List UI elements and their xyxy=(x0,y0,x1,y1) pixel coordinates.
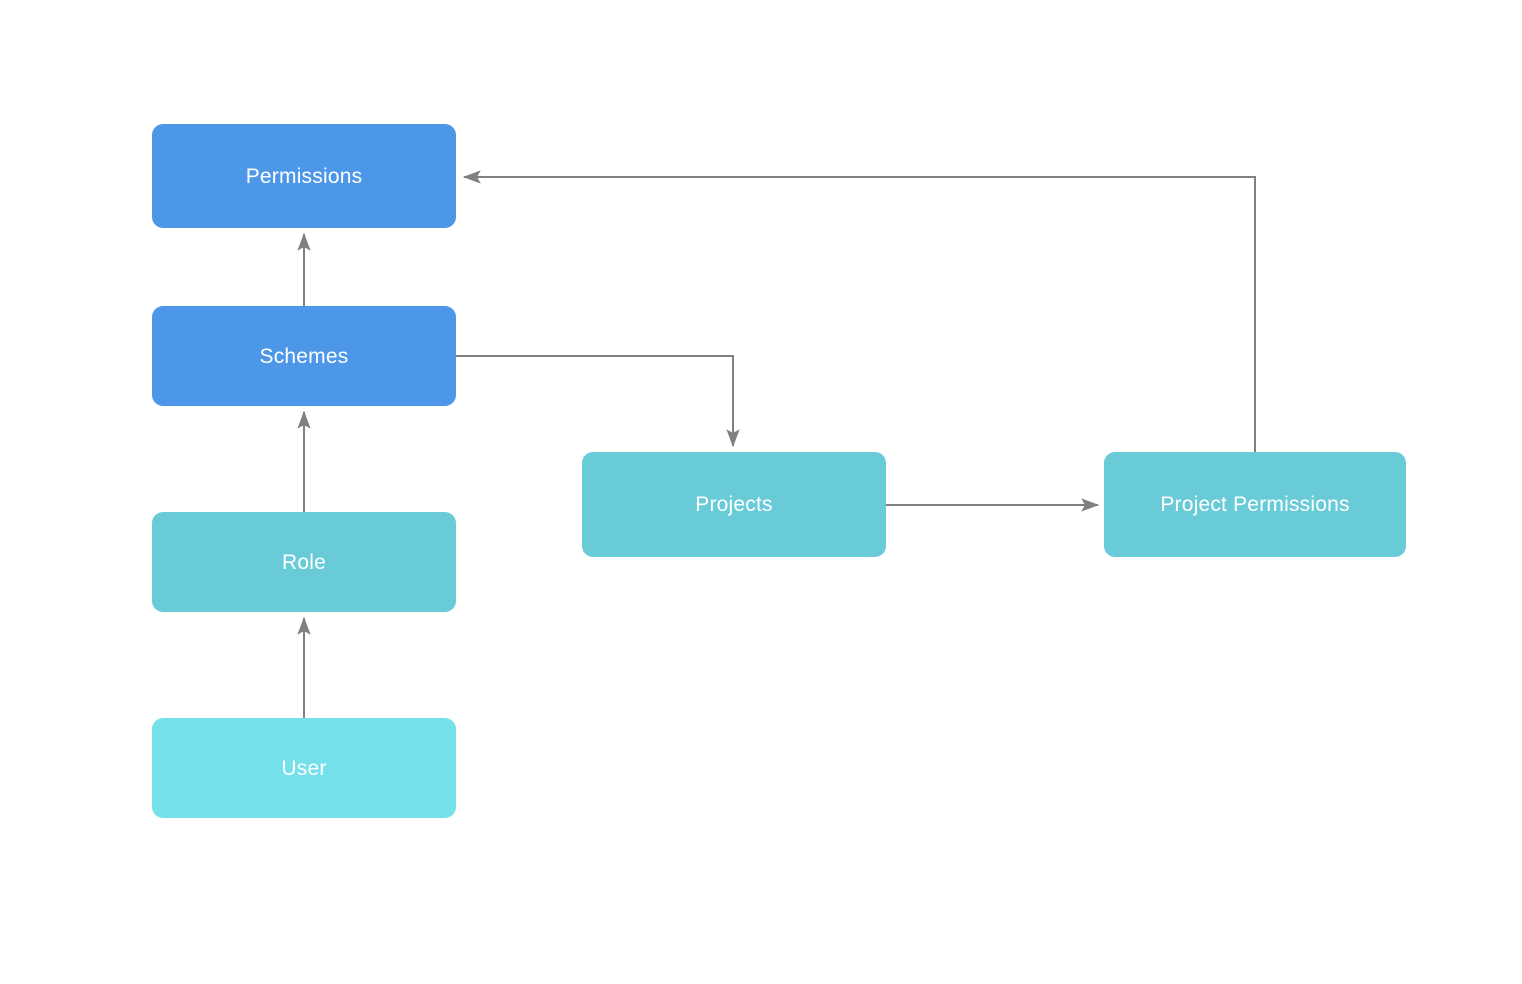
edge-project-permissions-to-permissions xyxy=(462,170,1256,452)
node-role-label: Role xyxy=(282,550,326,574)
node-schemes[interactable]: Schemes xyxy=(152,306,456,406)
node-projects-label: Projects xyxy=(695,493,773,516)
node-role[interactable]: Role xyxy=(152,512,456,612)
node-permissions[interactable]: Permissions xyxy=(152,124,456,228)
node-projects[interactable]: Projects xyxy=(582,452,886,557)
node-project-permissions[interactable]: Project Permissions xyxy=(1104,452,1406,557)
node-user[interactable]: User xyxy=(152,718,456,818)
node-schemes-label: Schemes xyxy=(259,344,349,368)
node-user-label: User xyxy=(281,756,327,780)
edge-schemes-to-projects xyxy=(456,355,740,448)
node-project-permissions-label: Project Permissions xyxy=(1160,493,1350,516)
node-permissions-label: Permissions xyxy=(245,164,363,188)
